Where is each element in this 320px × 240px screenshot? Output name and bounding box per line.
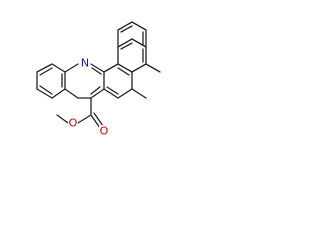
bond — [36, 63, 53, 73]
double-bond-inner — [106, 86, 119, 95]
bond — [90, 88, 105, 99]
bond — [131, 21, 147, 31]
bond — [117, 63, 133, 73]
bond — [117, 88, 133, 99]
bond — [103, 63, 119, 73]
bond — [131, 38, 147, 48]
ester-group — [56, 97, 104, 129]
double-bond-inner — [90, 86, 101, 95]
double-bond-inner — [39, 85, 53, 95]
bond — [64, 88, 79, 99]
top-right-benzene-ring — [117, 21, 147, 48]
carbonyl-oxygen-label: O — [100, 125, 109, 138]
ester-single-bond — [77, 114, 92, 124]
bond — [90, 63, 105, 73]
double-bond-inner — [91, 67, 102, 75]
molecule-diagram: N O O — [0, 0, 214, 157]
label-background — [99, 125, 109, 137]
pyridine-ring — [64, 63, 105, 99]
label-background — [80, 57, 90, 69]
atom-labels: N O O — [68, 57, 109, 138]
upper-right-benzene-ring — [117, 38, 147, 73]
bond — [117, 21, 133, 31]
bond — [51, 63, 66, 73]
double-bond-inner — [120, 42, 133, 50]
label-background — [68, 117, 78, 129]
bond — [36, 88, 53, 99]
middle-ring — [103, 63, 133, 99]
carbonyl-double-bond — [93, 112, 104, 127]
bond — [117, 38, 133, 48]
bond — [51, 88, 66, 99]
carbonyl-double-bond — [90, 114, 101, 129]
bond — [64, 63, 79, 73]
left-benzene-ring — [36, 63, 66, 99]
nitrogen-atom-label: N — [81, 57, 89, 70]
methoxy-bond — [56, 114, 69, 124]
methyl-bond-lower — [131, 88, 147, 99]
ester-oxygen-label: O — [69, 117, 78, 130]
double-bond-inner — [39, 67, 53, 76]
bond — [131, 63, 147, 73]
structure-svg: N O O — [36, 21, 161, 138]
methyl-bond-upper — [145, 63, 161, 73]
methyl-groups — [131, 63, 161, 99]
double-bond-inner — [120, 25, 133, 33]
bond — [103, 88, 119, 99]
double-bond-inner — [117, 67, 130, 76]
